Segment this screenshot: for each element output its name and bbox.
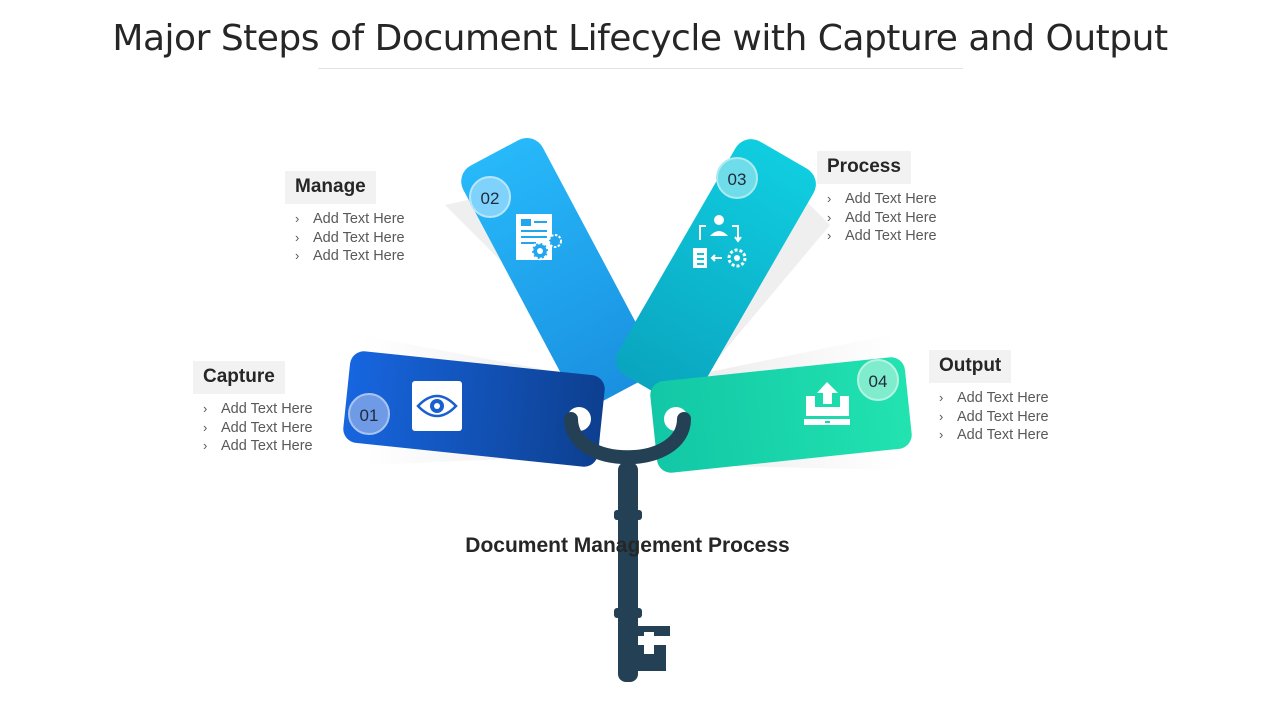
tag-capture <box>343 351 605 467</box>
step-items: ›Add Text Here ›Add Text Here ›Add Text … <box>939 389 1049 445</box>
list-item: ›Add Text Here <box>295 248 405 265</box>
document-settings-icon <box>516 214 562 261</box>
list-item: ›Add Text Here <box>203 438 313 455</box>
center-label: Document Management Process <box>465 534 790 557</box>
step-items: ›Add Text Here ›Add Text Here ›Add Text … <box>827 190 937 246</box>
tag-output <box>650 357 912 473</box>
list-item: ›Add Text Here <box>827 191 937 207</box>
list-item: ›Add Text Here <box>939 408 1049 425</box>
badge-01: 01 <box>348 393 390 435</box>
title-underline <box>318 68 963 69</box>
badge-02: 02 <box>469 176 511 218</box>
key-icon <box>564 412 691 682</box>
step-title: Output <box>929 350 1012 383</box>
step-title: Manage <box>285 171 376 204</box>
page-title: Major Steps of Document Lifecycle with C… <box>112 18 1168 59</box>
list-item: ›Add Text Here <box>939 390 1049 406</box>
list-item: ›Add Text Here <box>295 229 405 246</box>
list-item: ›Add Text Here <box>939 427 1049 444</box>
step-number-03: 03 <box>728 170 747 189</box>
step-output-text: Output ›Add Text Here ›Add Text Here ›Ad… <box>929 350 1049 445</box>
step-number-01: 01 <box>360 406 379 425</box>
step-items: ›Add Text Here ›Add Text Here ›Add Text … <box>295 210 405 266</box>
list-item: ›Add Text Here <box>203 419 313 436</box>
step-number-02: 02 <box>481 189 500 208</box>
eye-icon <box>412 381 462 431</box>
tag-manage <box>461 138 655 406</box>
step-process-text: Process ›Add Text Here ›Add Text Here ›A… <box>817 151 937 246</box>
workflow-icon <box>693 215 747 268</box>
step-capture-text: Capture ›Add Text Here ›Add Text Here ›A… <box>193 361 313 456</box>
upload-tray-icon <box>804 382 850 425</box>
step-title: Capture <box>193 361 285 394</box>
list-item: ›Add Text Here <box>827 209 937 226</box>
step-manage-text: Manage ›Add Text Here ›Add Text Here ›Ad… <box>285 171 405 266</box>
step-items: ›Add Text Here ›Add Text Here ›Add Text … <box>203 400 313 456</box>
badge-03: 03 <box>716 157 758 199</box>
tag-process <box>616 139 816 405</box>
list-item: ›Add Text Here <box>827 228 937 245</box>
list-item: ›Add Text Here <box>203 401 313 417</box>
badge-04: 04 <box>857 359 899 401</box>
step-title: Process <box>817 151 911 184</box>
step-number-04: 04 <box>869 372 888 391</box>
list-item: ›Add Text Here <box>295 211 405 227</box>
